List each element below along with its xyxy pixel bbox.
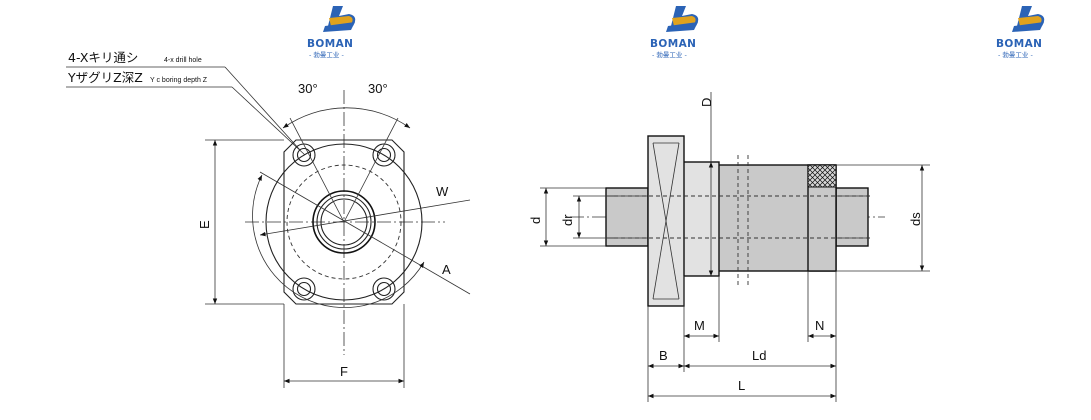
dim-e-label: E	[197, 220, 212, 229]
dim-d-top-label: D	[699, 98, 714, 107]
mounting-hole	[292, 143, 316, 167]
brand-logo: BOMAN - 勃曼工业 -	[650, 6, 699, 59]
drill-hole-note-jp: 4-Xキリ通シ	[68, 50, 138, 65]
dim-dr-label: dr	[560, 214, 575, 226]
logo-subtitle: - 勃曼工业 -	[652, 50, 687, 59]
front-view: 30° 30° W A E F	[197, 81, 471, 388]
brand-logo: BOMAN - 勃曼工业 -	[307, 6, 356, 59]
logo-brand-text: BOMAN	[307, 38, 353, 50]
dim-f-label: F	[340, 364, 348, 379]
logo-subtitle: - 勃曼工业 -	[309, 50, 344, 59]
drill-hole-note-en: 4-x drill hole	[164, 57, 202, 64]
hole-notes: 4-Xキリ通シ 4-x drill hole YザグリZ深Z Y c borin…	[66, 50, 306, 156]
dim-b-label: B	[659, 348, 668, 363]
logo-mark-icon	[1012, 6, 1045, 32]
logo-mark-icon	[666, 6, 699, 32]
brand-logo: BOMAN - 勃曼工业 -	[996, 6, 1045, 59]
dim-d-label: d	[528, 217, 543, 224]
dim-ds-label: ds	[908, 212, 923, 226]
dim-w-label: W	[436, 184, 449, 199]
dim-ld-label: Ld	[752, 348, 766, 363]
dim-m-label: M	[694, 318, 705, 333]
logo-brand-text: BOMAN	[650, 38, 696, 50]
dim-a-label: A	[442, 262, 451, 277]
logo-subtitle: - 勃曼工业 -	[998, 50, 1033, 59]
angle-left-label: 30°	[298, 81, 318, 96]
dim-n-label: N	[815, 318, 824, 333]
dim-l-label: L	[738, 378, 745, 393]
logo-mark-icon	[323, 6, 356, 32]
angle-right-label: 30°	[368, 81, 388, 96]
logo-brand-text: BOMAN	[996, 38, 1042, 50]
mounting-hole	[372, 277, 396, 301]
mounting-hole	[292, 277, 316, 301]
side-view: D d dr ds M N B Ld L	[528, 92, 930, 402]
boring-note-jp: YザグリZ深Z	[67, 70, 143, 85]
mounting-hole	[372, 143, 396, 167]
boring-note-en: Y c boring depth Z	[150, 77, 208, 84]
